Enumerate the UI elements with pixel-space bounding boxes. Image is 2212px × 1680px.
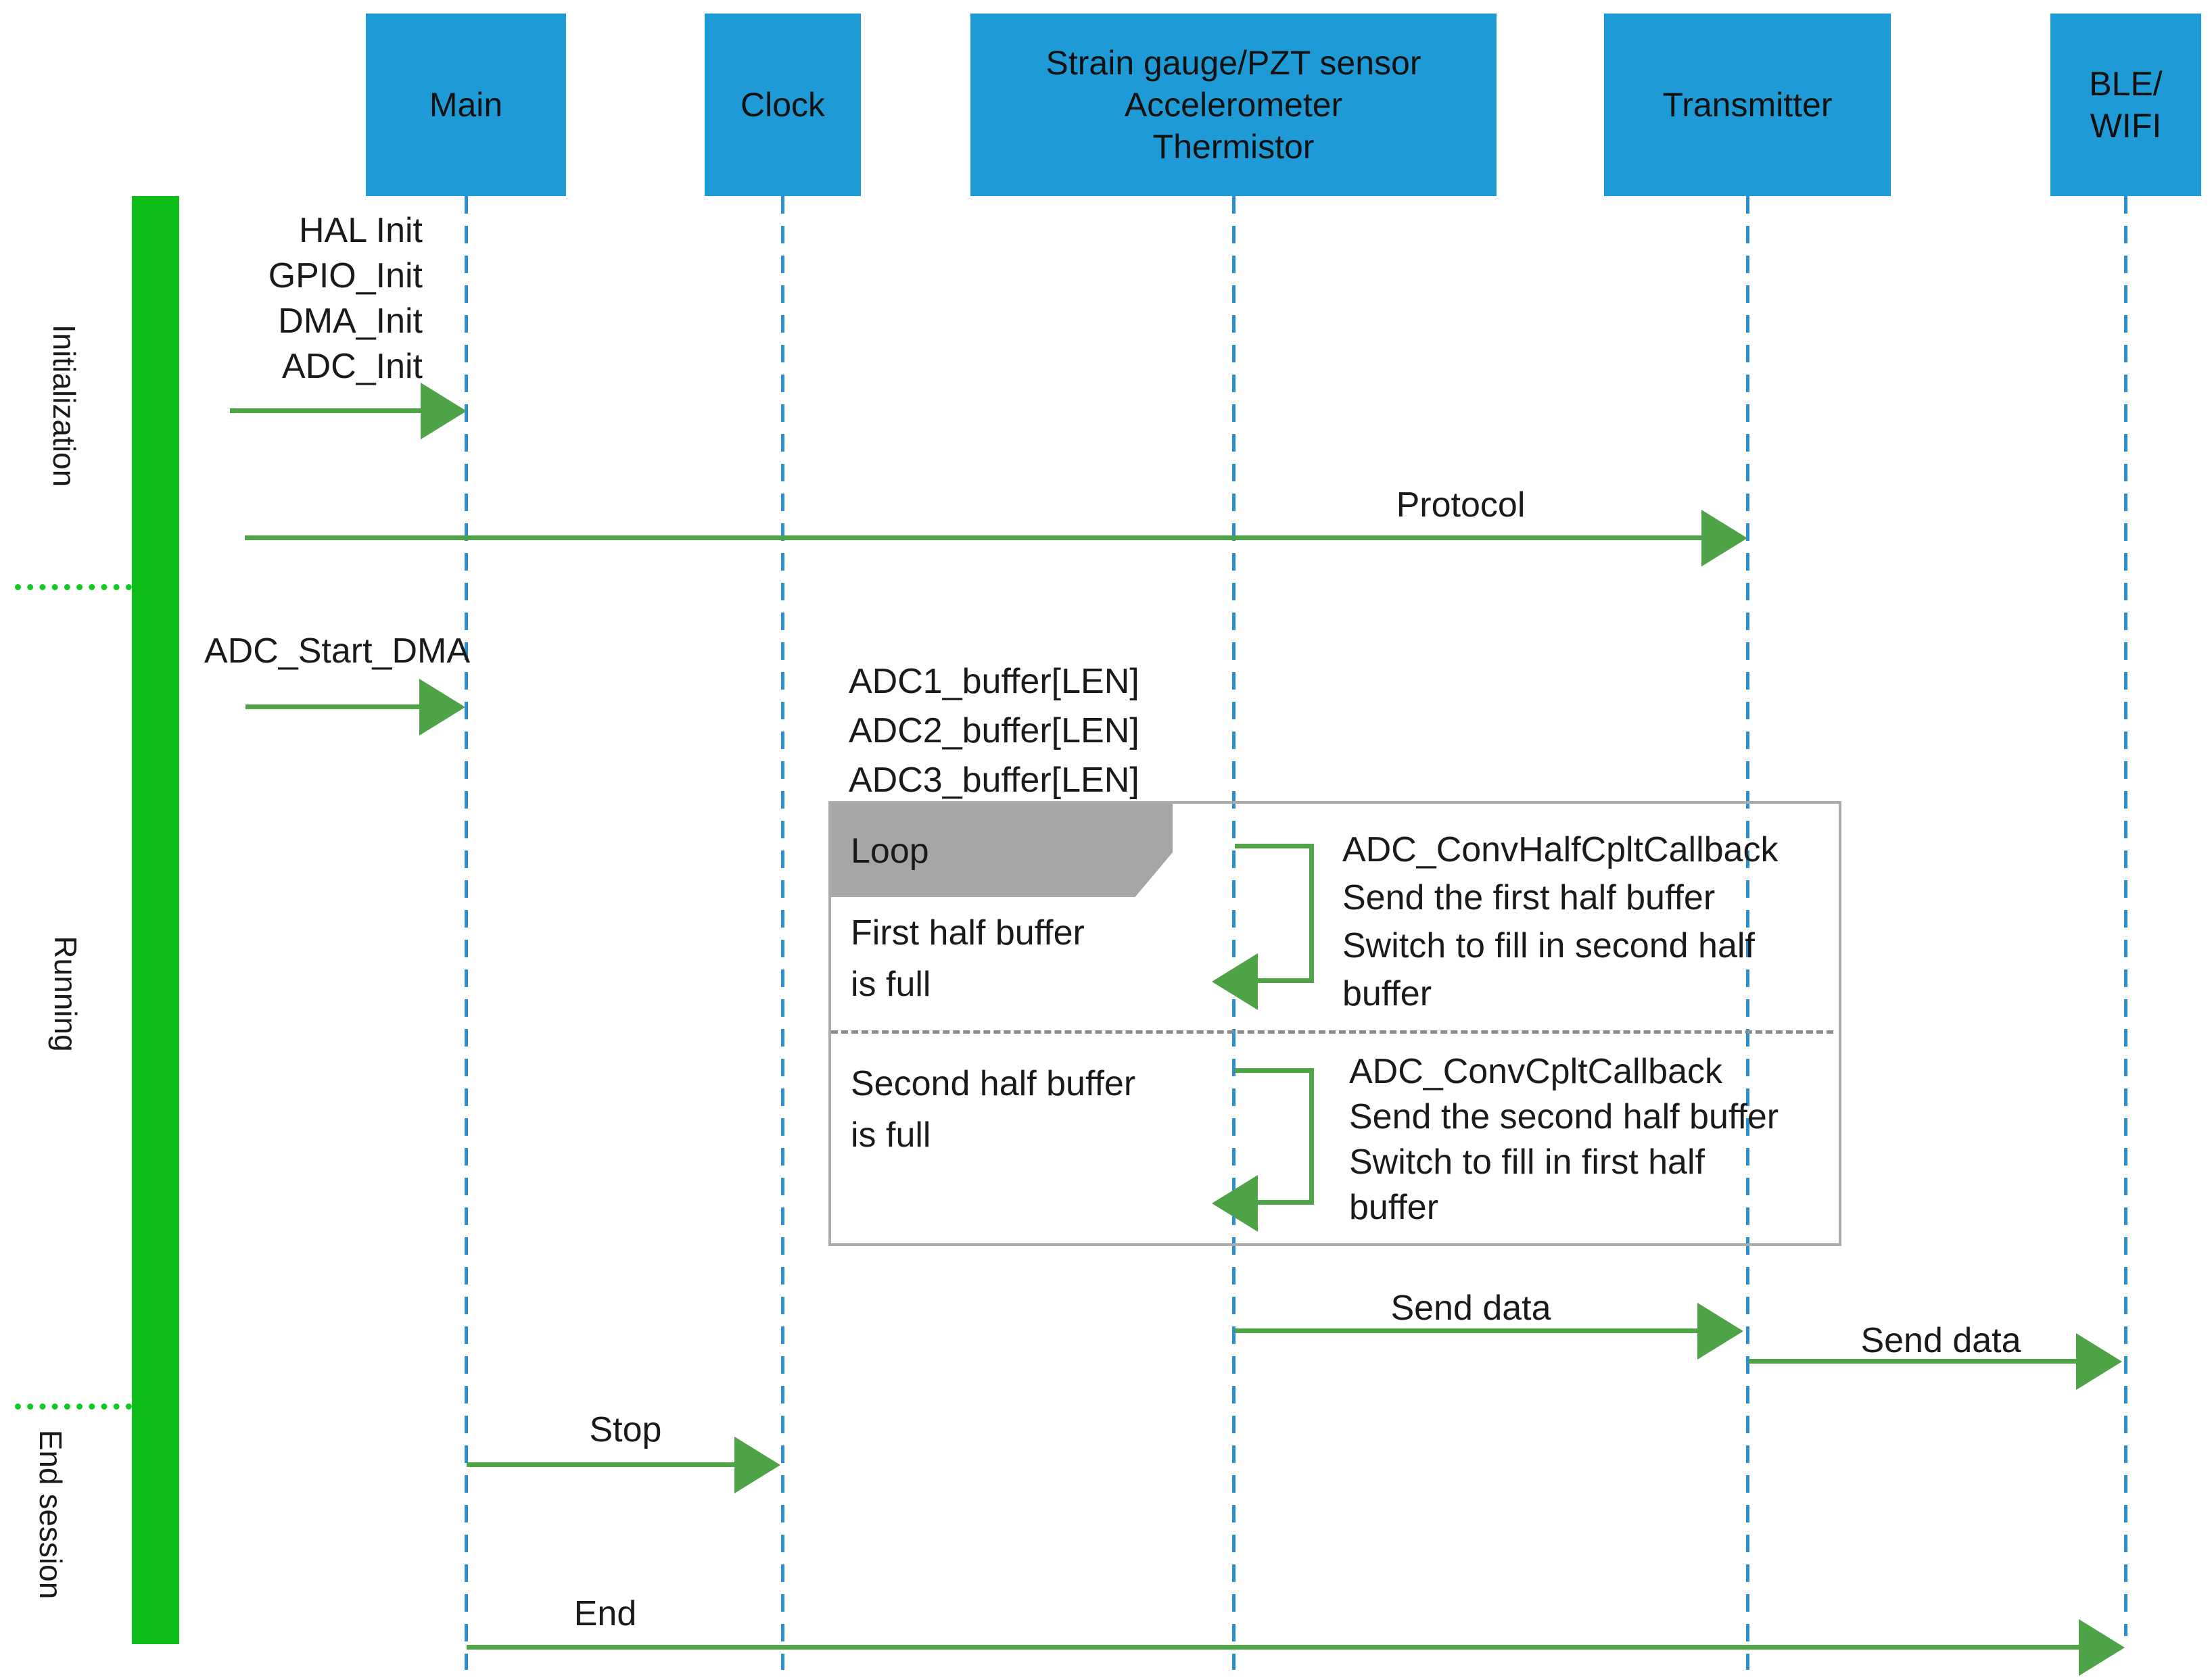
- second-half-note: Second half buffer is full: [851, 1064, 1136, 1155]
- self-message-2-arrowhead: [1212, 1175, 1258, 1232]
- self-message-2: [1235, 1068, 1314, 1205]
- actor-box-transmitter: Transmitter: [1604, 14, 1891, 196]
- lifeline-clock: [781, 196, 784, 1670]
- init-message-label: HAL Init GPIO_Init DMA_Init ADC_Init: [268, 211, 423, 386]
- adc-buffers-label: ADC1_buffer[LEN] ADC2_buffer[LEN] ADC3_b…: [849, 662, 1139, 800]
- cplt-callback-label: ADC_ConvCpltCallback Send the second hal…: [1349, 1052, 1779, 1227]
- loop-header: [831, 804, 1173, 897]
- self-message-1-arrowhead: [1212, 953, 1258, 1010]
- send-data-1-arrowhead: [1697, 1303, 1743, 1360]
- stop-label: Stop: [589, 1410, 662, 1449]
- send-data-2-arrow-line: [1749, 1359, 2080, 1364]
- send-data-1-arrow-line: [1235, 1328, 1701, 1333]
- actor-box-ble-wifi: BLE/ WIFI: [2050, 14, 2201, 196]
- lifeline-main: [465, 196, 468, 1670]
- protocol-label: Protocol: [1396, 485, 1526, 525]
- adc-start-dma-arrowhead: [419, 679, 465, 736]
- end-arrowhead: [2079, 1619, 2125, 1676]
- phase-bar: [132, 196, 179, 1644]
- lifeline-ble-wifi: [2124, 196, 2127, 1636]
- protocol-arrowhead: [1701, 510, 1747, 567]
- end-label: End: [573, 1594, 637, 1633]
- phase-separator-1: [15, 584, 132, 590]
- actor-box-clock: Clock: [705, 14, 861, 196]
- actor-box-sensor: Strain gauge/PZT sensor Accelerometer Th…: [970, 14, 1497, 196]
- loop-label: Loop: [851, 832, 929, 871]
- lifeline-transmitter: [1746, 196, 1749, 1670]
- send-data-2-arrowhead: [2076, 1333, 2122, 1390]
- end-arrow-line: [467, 1645, 2083, 1650]
- stop-arrow-line: [467, 1462, 737, 1467]
- lifeline-sensor: [1232, 196, 1236, 1670]
- adc-start-dma-label: ADC_Start_DMA: [204, 631, 470, 671]
- init-arrowhead: [421, 383, 467, 439]
- loop-divider: [831, 1030, 1833, 1034]
- phase-label-end-session: End session: [33, 1429, 68, 1600]
- loop-frame: [828, 801, 1841, 1246]
- phase-separator-2: [15, 1403, 132, 1410]
- first-half-note: First half buffer is full: [851, 913, 1085, 1004]
- self-message-1: [1235, 844, 1314, 983]
- send-data-2-label: Send data: [1860, 1321, 2021, 1360]
- stop-arrowhead: [734, 1437, 780, 1493]
- phase-label-running: Running: [48, 936, 83, 1052]
- phase-label-initialization: Initialization: [47, 324, 82, 487]
- init-arrow-line: [230, 408, 433, 413]
- actor-box-main: Main: [366, 14, 566, 196]
- protocol-arrow-line: [245, 535, 1705, 540]
- adc-start-dma-arrow-line: [245, 704, 421, 709]
- send-data-1-label: Send data: [1390, 1289, 1551, 1328]
- half-cplt-callback-label: ADC_ConvHalfCpltCallback Send the first …: [1342, 830, 1779, 1013]
